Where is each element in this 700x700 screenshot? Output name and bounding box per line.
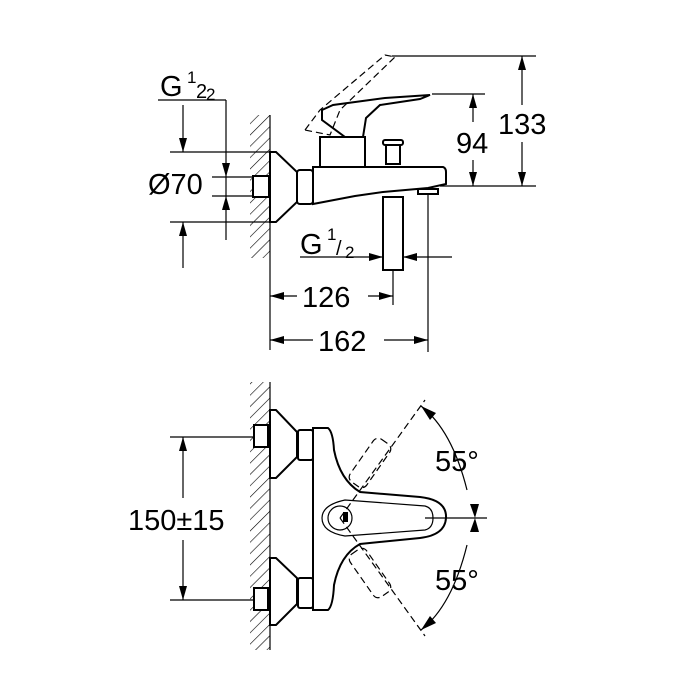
mixer-body-front <box>312 427 448 611</box>
rosette <box>269 151 298 223</box>
side-view: G 1 2 2 Ø70 G 1 / <box>148 54 546 358</box>
nut <box>296 169 314 205</box>
svg-text:2: 2 <box>196 81 207 103</box>
mixer-body <box>312 166 447 206</box>
dimension-162: 162 <box>318 326 366 358</box>
angle-label-up: 55° <box>435 446 479 478</box>
dimension-126: 126 <box>302 282 350 314</box>
front-view: 150±15 55° 55° <box>128 382 487 650</box>
spacing-label: 150±15 <box>128 505 225 537</box>
lever <box>321 94 431 138</box>
thread-label-bottom: G <box>300 229 323 261</box>
diverter-knob <box>385 143 401 165</box>
thread-top-den: 2 <box>206 85 215 104</box>
svg-text:G: G <box>160 71 183 103</box>
cartridge-housing <box>319 136 366 168</box>
connector <box>252 175 270 198</box>
svg-text:1: 1 <box>327 225 336 244</box>
svg-text:2: 2 <box>345 243 354 262</box>
outlet-pipe <box>382 196 404 271</box>
rosette-bottom <box>269 557 298 626</box>
dimension-94: 94 <box>456 128 488 160</box>
lever-raised-outline <box>303 54 397 136</box>
angle-label-down: 55° <box>435 565 479 597</box>
svg-text:1: 1 <box>187 68 196 87</box>
diameter-label: Ø70 <box>148 169 203 201</box>
lever-front <box>321 499 434 537</box>
thread-label-top: G 1 2 <box>160 68 207 103</box>
rosette-top <box>269 409 298 479</box>
svg-text:/: / <box>336 238 342 260</box>
dimension-133: 133 <box>498 109 546 141</box>
wall-hatching-front <box>250 382 270 650</box>
aerator <box>417 188 439 195</box>
